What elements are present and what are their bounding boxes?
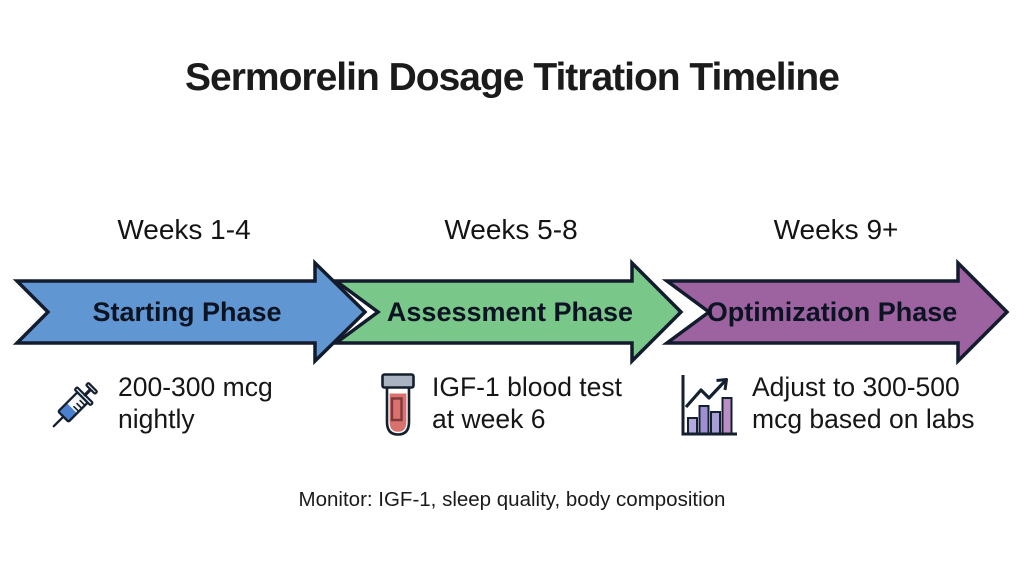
- phase-label-optimization: Optimization Phase: [706, 297, 958, 327]
- blood-test-tube-icon: [381, 373, 415, 436]
- syringe-icon: [52, 382, 98, 428]
- week-range-label-3: Weeks 9+: [773, 214, 899, 245]
- bar-chart-trend-icon: [681, 375, 737, 436]
- detail-line: 200-300 mcg: [118, 372, 273, 402]
- phase-detail-optimization: Adjust to 300-500 mcg based on labs: [674, 371, 974, 439]
- timeline-arrows: [12, 258, 1010, 366]
- detail-line: Adjust to 300-500: [752, 372, 960, 402]
- phase-detail-assessment: IGF-1 blood test at week 6: [372, 371, 622, 439]
- detail-line: mcg based on labs: [752, 404, 975, 434]
- week-range-label-2: Weeks 5-8: [444, 214, 578, 245]
- detail-line: at week 6: [432, 404, 546, 434]
- detail-line: IGF-1 blood test: [432, 372, 623, 402]
- starting-phase-arrow: [12, 258, 368, 366]
- assessment-phase-arrow: [330, 258, 684, 366]
- monitor-note: Monitor: IGF-1, sleep quality, body comp…: [298, 488, 726, 511]
- phase-detail-starting: 200-300 mcg nightly: [44, 371, 273, 439]
- optimization-phase-arrow: [661, 258, 1010, 366]
- week-range-label-1: Weeks 1-4: [117, 214, 251, 245]
- page-title: Sermorelin Dosage Titration Timeline: [185, 56, 840, 99]
- phase-label-starting: Starting Phase: [92, 297, 282, 327]
- detail-line: nightly: [118, 404, 195, 434]
- phase-label-assessment: Assessment Phase: [386, 297, 634, 327]
